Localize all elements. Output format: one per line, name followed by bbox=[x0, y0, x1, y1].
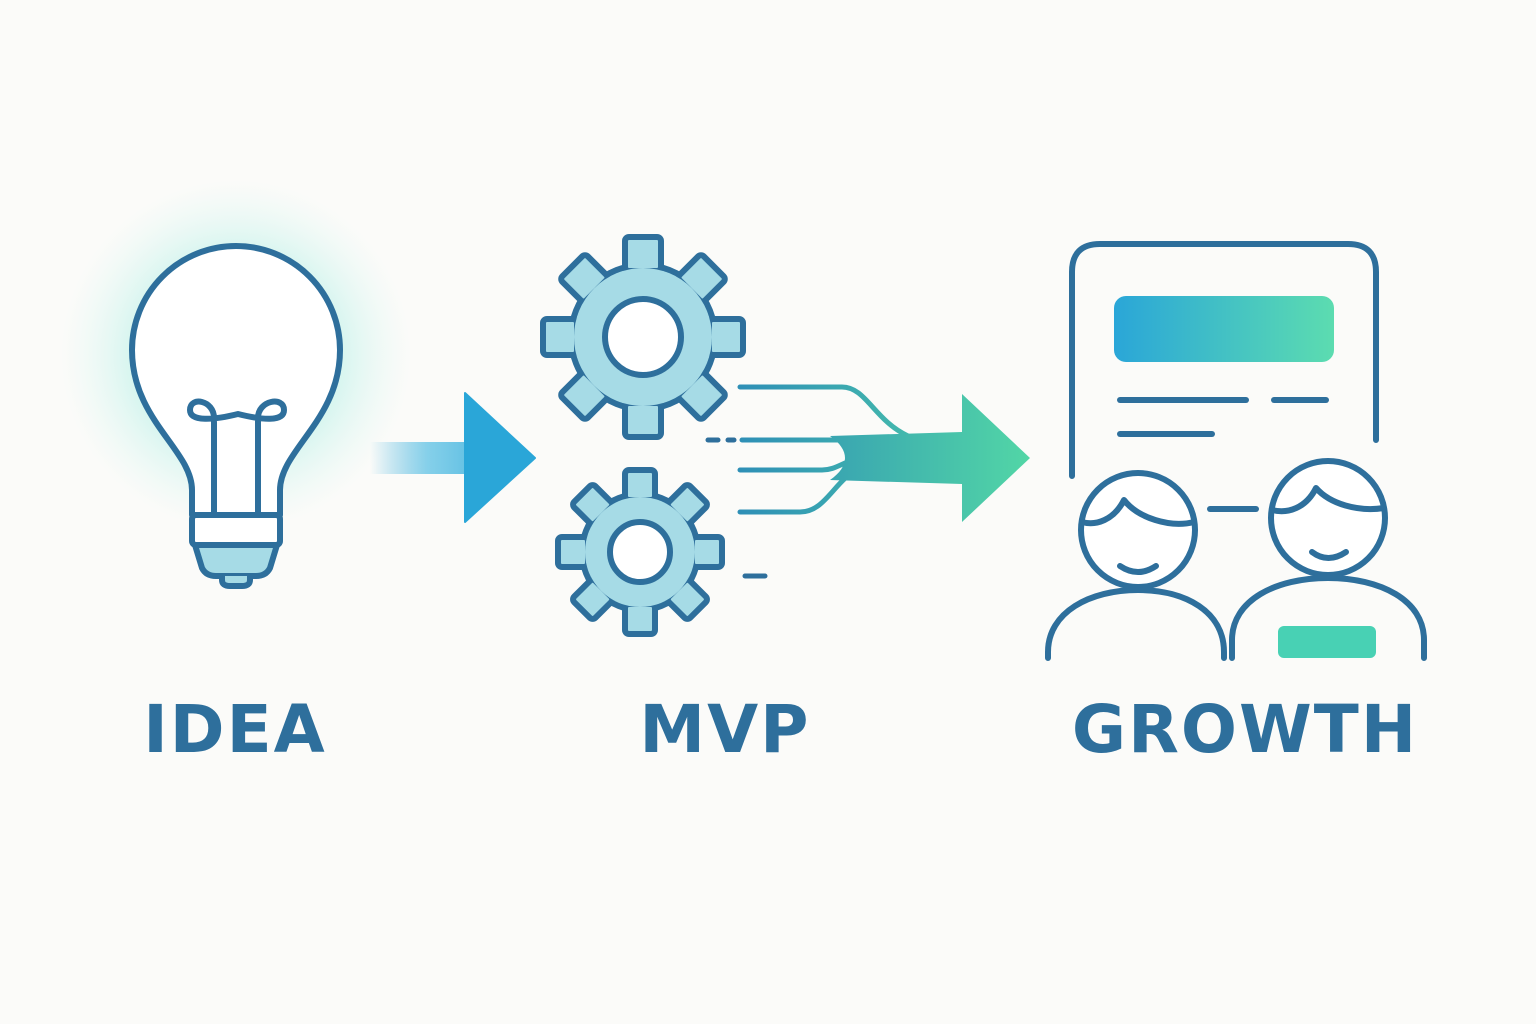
user-avatar-icon bbox=[1229, 458, 1427, 661]
gear-icon bbox=[555, 467, 725, 637]
bulb-outline bbox=[129, 243, 343, 518]
stage-label-mvp: MVP bbox=[639, 691, 811, 768]
gears-icon bbox=[540, 234, 768, 637]
users-dashboard-icon bbox=[1045, 241, 1427, 661]
dashboard-header-bar bbox=[1114, 296, 1334, 362]
user-badge bbox=[1278, 626, 1376, 658]
dashboard-frame bbox=[1069, 241, 1379, 479]
stage-label-idea: IDEA bbox=[143, 691, 327, 768]
merging-arrow-icon bbox=[737, 384, 1030, 522]
stage-label-growth: GROWTH bbox=[1071, 691, 1419, 768]
bulb-base-upper bbox=[189, 512, 283, 548]
motion-dashes bbox=[705, 437, 768, 579]
dashboard-text-lines bbox=[1117, 397, 1329, 512]
bulb-base-lower bbox=[192, 542, 280, 579]
bulb-tip bbox=[219, 576, 253, 589]
bulb-filament bbox=[187, 398, 287, 518]
arrow-right-icon bbox=[370, 392, 536, 523]
lightbulb-icon bbox=[61, 180, 411, 589]
user-avatar-icon bbox=[1045, 470, 1227, 661]
gear-icon bbox=[540, 234, 746, 440]
